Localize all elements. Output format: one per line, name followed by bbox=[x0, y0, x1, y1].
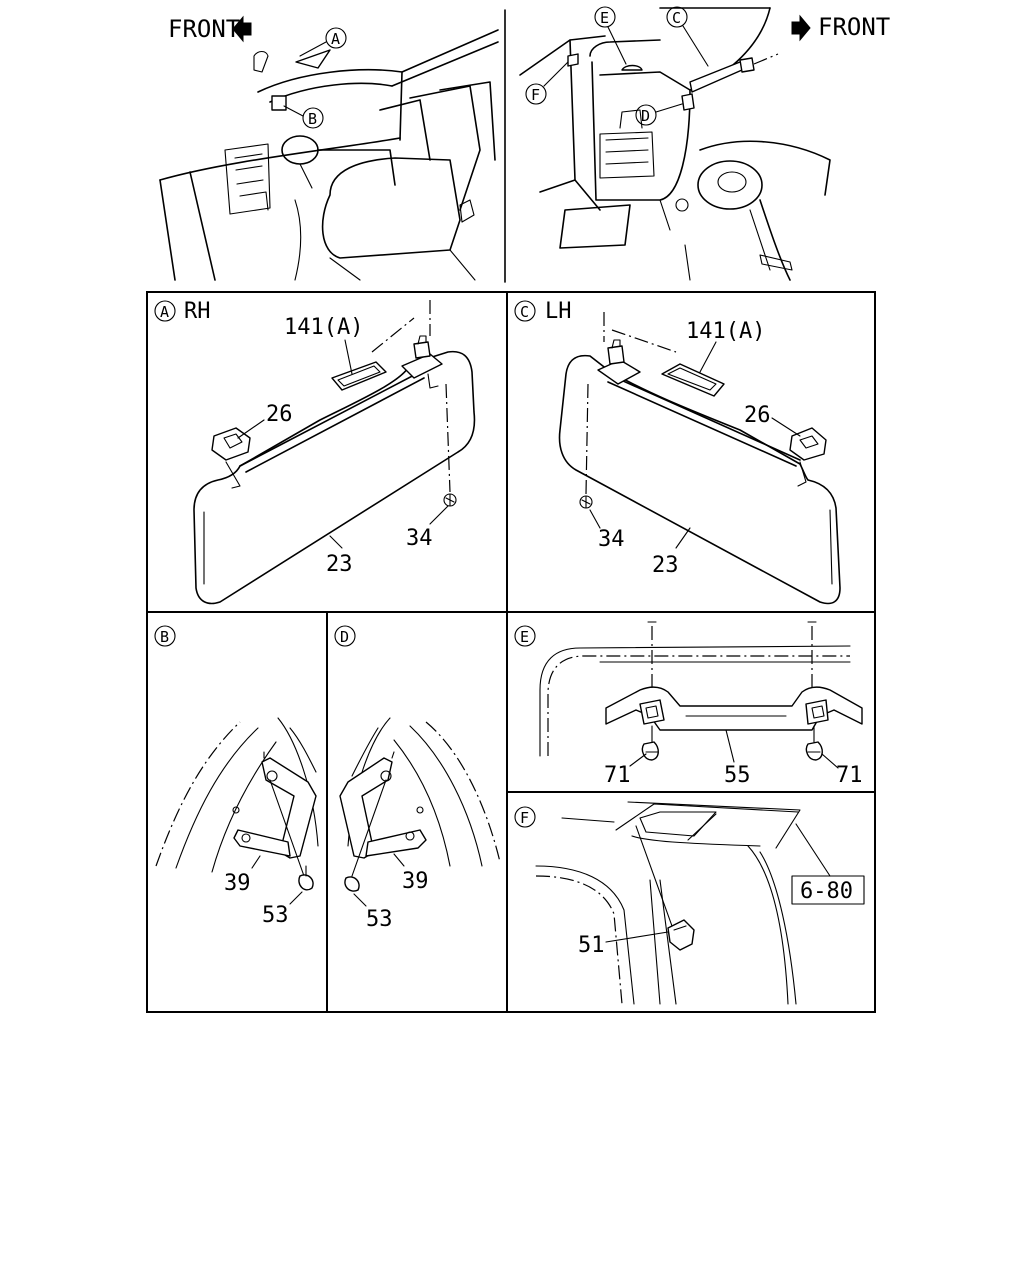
callout-a-icon: A bbox=[299, 27, 347, 57]
svg-text:C: C bbox=[520, 303, 529, 321]
front-label-right: FRONT bbox=[818, 13, 890, 41]
part-141-a-rh: 141(A) bbox=[284, 315, 363, 340]
part-51: 51 bbox=[578, 933, 605, 958]
panel-a-letter-icon: A bbox=[154, 300, 176, 322]
part-141-a-lh: 141(A) bbox=[686, 319, 765, 344]
svg-text:A: A bbox=[331, 30, 340, 48]
callout-c-icon: C bbox=[666, 6, 709, 67]
front-arrow-left-icon bbox=[232, 15, 252, 43]
svg-text:D: D bbox=[641, 107, 650, 125]
ref-box-6-80 bbox=[791, 875, 865, 905]
svg-text:E: E bbox=[520, 628, 529, 646]
svg-text:D: D bbox=[340, 628, 349, 646]
part-34-rh: 34 bbox=[406, 526, 433, 551]
panel-c-lh-visor: C LH 141(A) 26 34 23 bbox=[514, 299, 841, 605]
panel-d-assist-grip: D 39 53 bbox=[334, 625, 501, 932]
svg-text:B: B bbox=[308, 110, 317, 128]
panel-a-rh-visor: A RH 141(A) 26 34 23 bbox=[154, 299, 476, 605]
svg-text:F: F bbox=[531, 86, 540, 104]
panel-c-side-label: LH bbox=[545, 299, 572, 324]
svg-text:F: F bbox=[520, 809, 529, 827]
callout-d-icon: D bbox=[635, 103, 683, 126]
part-53-b: 53 bbox=[262, 903, 289, 928]
svg-text:A: A bbox=[160, 303, 169, 321]
part-71-left: 71 bbox=[604, 763, 631, 788]
svg-text:C: C bbox=[672, 9, 681, 27]
part-23-lh: 23 bbox=[652, 553, 679, 578]
panel-e-letter-icon: E bbox=[514, 625, 536, 647]
part-23-rh: 23 bbox=[326, 552, 353, 577]
panel-b-assist-grip: B 39 53 bbox=[154, 625, 319, 928]
panel-c-letter-icon: C bbox=[514, 300, 536, 322]
overview-left: FRONT A bbox=[159, 15, 499, 281]
front-label-left: FRONT bbox=[168, 15, 240, 43]
svg-text:B: B bbox=[160, 628, 169, 646]
part-26-lh: 26 bbox=[744, 403, 771, 428]
panel-f-letter-icon: F bbox=[514, 806, 536, 828]
panel-e-roof-grip: E 71 55 71 bbox=[514, 621, 863, 788]
part-39-d: 39 bbox=[402, 869, 429, 894]
part-39-b: 39 bbox=[224, 871, 251, 896]
callout-b-icon: B bbox=[283, 105, 324, 129]
front-arrow-right-icon bbox=[791, 14, 811, 42]
panel-d-letter-icon: D bbox=[334, 625, 356, 647]
part-55: 55 bbox=[724, 763, 751, 788]
part-53-d: 53 bbox=[366, 907, 393, 932]
panel-a-side-label: RH bbox=[184, 299, 211, 324]
panel-b-letter-icon: B bbox=[154, 625, 176, 647]
part-26-rh: 26 bbox=[266, 402, 293, 427]
svg-text:E: E bbox=[600, 9, 609, 27]
part-34-lh: 34 bbox=[598, 527, 625, 552]
callout-f-icon: F bbox=[525, 61, 569, 105]
ref-6-80-label: 6-80 bbox=[800, 879, 853, 904]
detail-grid bbox=[146, 291, 876, 1013]
overview-right: FRONT E bbox=[519, 6, 890, 281]
callout-e-icon: E bbox=[594, 6, 627, 65]
panel-f-clip: F 6-80 51 bbox=[514, 801, 865, 1005]
part-71-right: 71 bbox=[836, 763, 863, 788]
